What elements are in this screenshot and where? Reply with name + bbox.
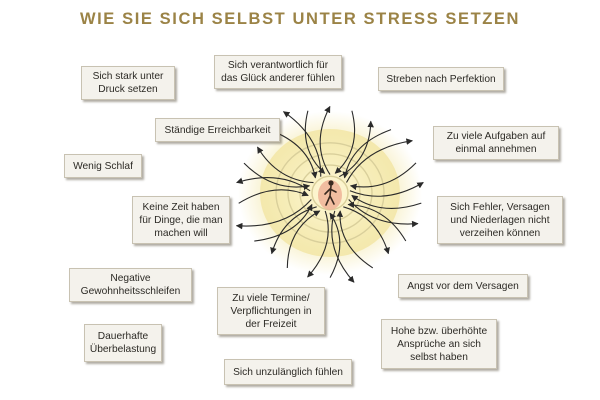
inward-arrow	[254, 203, 313, 242]
outward-arrow	[235, 199, 312, 230]
inward-arrow	[342, 129, 392, 179]
inward-arrow	[351, 194, 422, 209]
inward-arrow	[329, 212, 341, 278]
outward-arrow	[346, 138, 413, 183]
stress-cause-box: Ständige Erreichbarkeit	[155, 118, 280, 142]
inward-arrow	[336, 210, 374, 269]
stress-cause-box: Angst vor dem Versagen	[398, 274, 528, 298]
stress-cause-box: Zu viele Termine/ Verpflichtungen in der…	[217, 287, 325, 335]
outward-arrow	[343, 206, 390, 255]
stress-cause-box: Zu viele Aufgaben auf einmal annehmen	[433, 126, 559, 160]
stress-cause-box: Sich verantwortlich für das Glück andere…	[214, 55, 342, 89]
pressure-ring	[287, 153, 373, 233]
inward-arrow	[243, 162, 311, 191]
inward-arrow	[238, 189, 309, 204]
stress-cause-box: Sich unzulänglich fühlen	[224, 359, 352, 385]
inward-arrow	[349, 162, 417, 191]
inward-arrow	[334, 110, 356, 174]
person-under-pressure-icon	[318, 180, 342, 210]
stress-cause-box: Negative Gewohnheitsschleifen	[69, 268, 192, 302]
stress-cause-box: Streben nach Perfektion	[378, 67, 504, 91]
page-title: WIE SIE SICH SELBST UNTER STRESS SETZEN	[79, 10, 521, 28]
outward-arrow	[257, 146, 314, 184]
stress-cause-box: Dauerhafte Überbelastung	[84, 324, 162, 362]
stress-cause-box: Keine Zeit haben für Dinge, die man mach…	[132, 196, 230, 244]
inward-arrow	[286, 210, 321, 269]
outward-arrow	[319, 105, 331, 175]
stress-cause-box: Sich Fehler, Versagen und Niederlagen ni…	[437, 196, 563, 244]
inward-arrow	[347, 201, 407, 242]
inward-arrow	[304, 110, 326, 174]
outward-arrow	[349, 182, 424, 197]
pressure-ring	[275, 142, 385, 244]
stress-cause-box: Hohe bzw. überhöhte Ansprüche an sich se…	[381, 319, 497, 369]
stress-cause-box: Wenig Schlaf	[64, 154, 142, 178]
pressure-arrows	[235, 105, 424, 283]
outward-arrow	[307, 210, 329, 278]
stress-cause-box: Sich stark unter Druck setzen	[81, 66, 175, 100]
